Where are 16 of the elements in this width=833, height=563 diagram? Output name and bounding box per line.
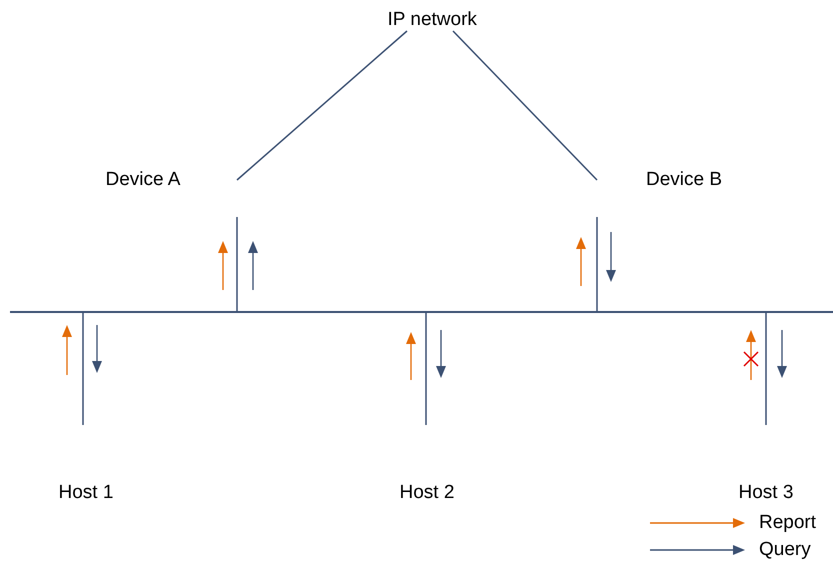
host-label: Host 3 [738, 482, 794, 504]
connector-line [236, 217, 238, 311]
device-label: Device A [106, 169, 180, 191]
host-label: Host 2 [400, 482, 454, 504]
connector-line [596, 217, 598, 311]
legend-label: Query [759, 539, 811, 561]
connector-line [82, 313, 84, 425]
host-label: Host 1 [58, 482, 114, 504]
network-label: IP network [388, 9, 477, 31]
connector-line [452, 30, 598, 181]
connector-line [236, 30, 408, 181]
legend-label: Report [759, 512, 816, 534]
connector-line [765, 313, 767, 425]
device-label: Device B [646, 169, 722, 191]
connector-line [425, 313, 427, 425]
bus-line [10, 311, 833, 313]
